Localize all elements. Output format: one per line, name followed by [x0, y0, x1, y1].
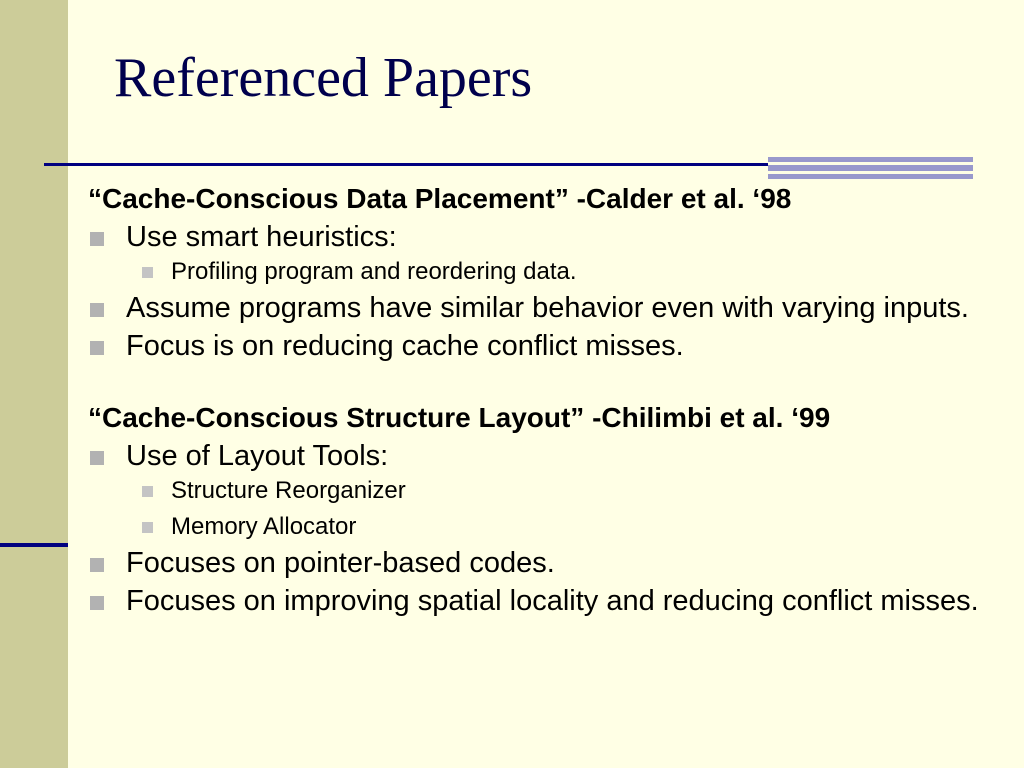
square-bullet-icon: [90, 451, 104, 465]
list-item-text: Use of Layout Tools:: [126, 440, 389, 472]
sub-list-item: Profiling program and reordering data.: [88, 257, 1018, 287]
sub-list-item-text: Profiling program and reordering data.: [171, 258, 577, 285]
slide-body: “Cache-Conscious Data Placement” -Calder…: [88, 182, 1018, 618]
sub-list-item-text: Structure Reorganizer: [171, 477, 406, 504]
square-bullet-icon: [142, 486, 153, 497]
list-item-text: Focuses on pointer-based codes.: [126, 547, 555, 579]
square-bullet-icon: [142, 267, 153, 278]
left-accent-rule: [0, 543, 68, 547]
square-bullet-icon: [142, 522, 153, 533]
square-bullet-icon: [90, 341, 104, 355]
paper-heading-calder: “Cache-Conscious Data Placement” -Calder…: [88, 183, 792, 214]
title-underline: [44, 163, 768, 166]
paper-heading-chilimbi: “Cache-Conscious Structure Layout” -Chil…: [88, 402, 831, 433]
list-item-text: Focus is on reducing cache conflict miss…: [126, 330, 684, 362]
square-bullet-icon: [90, 232, 104, 246]
list-item: Focus is on reducing cache conflict miss…: [88, 330, 1018, 363]
list-item: Assume programs have similar behavior ev…: [88, 292, 1018, 325]
sub-list-item-text: Memory Allocator: [171, 513, 357, 540]
sub-list-item: Structure Reorganizer: [88, 476, 1018, 506]
left-accent-band: [0, 0, 68, 768]
sub-list-item: Memory Allocator: [88, 512, 1018, 542]
list-item: Focuses on pointer-based codes.: [88, 547, 1018, 580]
list-item: Use of Layout Tools:: [88, 440, 1018, 473]
square-bullet-icon: [90, 596, 104, 610]
square-bullet-icon: [90, 558, 104, 572]
square-bullet-icon: [90, 303, 104, 317]
list-item-text: Focuses on improving spatial locality an…: [126, 585, 979, 617]
list-item-text: Use smart heuristics:: [126, 221, 397, 253]
list-item: Focuses on improving spatial locality an…: [88, 585, 1018, 618]
list-item: Use smart heuristics:: [88, 221, 1018, 254]
title-accent-bars: [768, 157, 973, 179]
slide-title: Referenced Papers: [114, 47, 533, 109]
list-item-text: Assume programs have similar behavior ev…: [126, 292, 969, 324]
